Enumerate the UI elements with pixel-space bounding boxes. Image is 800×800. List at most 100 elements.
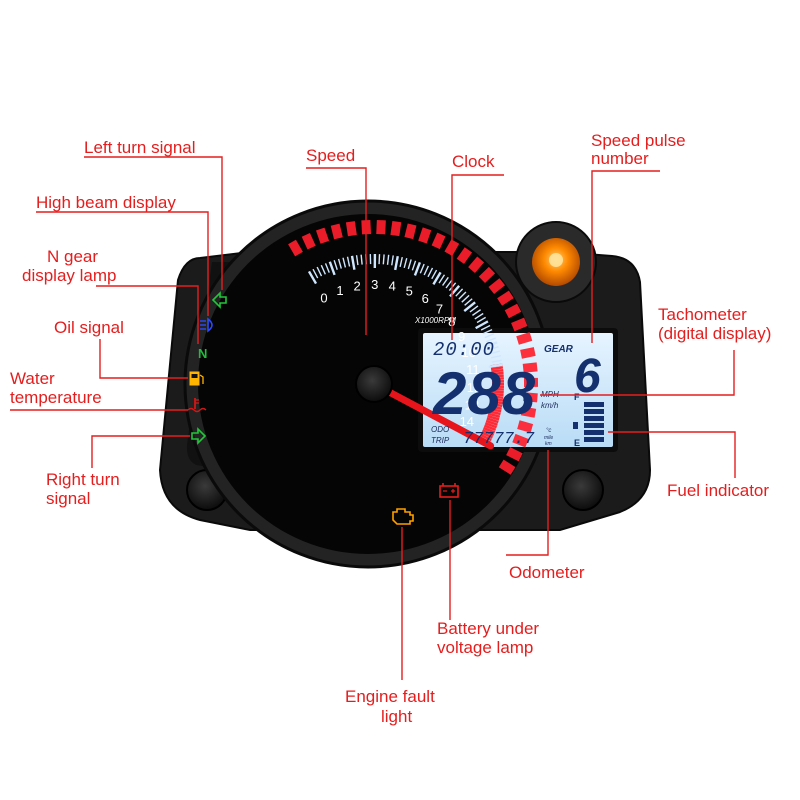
redline-band-mark [489, 407, 502, 413]
callout-line-odometer [506, 450, 549, 556]
red-led-segment [431, 232, 446, 250]
tick-mark [489, 350, 500, 355]
lcd-gear-label: GEAR [544, 344, 574, 355]
tick-mark [474, 312, 484, 320]
redline-band-mark [489, 405, 502, 410]
tick-mark [419, 263, 425, 274]
redline-band-mark [491, 371, 504, 376]
label-engine-fault-2: light [381, 707, 412, 726]
tick-mark [320, 264, 326, 275]
tick-mark [488, 346, 499, 351]
tick-label: 11 [466, 362, 480, 377]
tick-mark [312, 268, 319, 279]
tick-mark [333, 260, 338, 270]
redline-band-mark [490, 400, 503, 405]
water-temperature-icon [187, 398, 207, 413]
red-led-segment [488, 278, 506, 294]
callout-line-speed-pulse [591, 170, 660, 343]
label-high-beam: High beam display [36, 193, 176, 212]
tick-mark [486, 337, 496, 343]
red-led-segment [512, 433, 529, 448]
battery-lamp-icon [439, 483, 459, 498]
tick-mark [482, 328, 493, 335]
tick-mark [491, 359, 502, 363]
tick-mark [484, 333, 495, 339]
red-led-segment [520, 347, 536, 359]
tick-mark [316, 266, 323, 277]
tick-mark [423, 265, 429, 276]
tick-mark [355, 255, 359, 266]
lcd-clock: 20:00 [433, 339, 495, 361]
redline-band-mark [482, 429, 495, 437]
right-knob[interactable] [562, 469, 604, 511]
tick-label: 12 [467, 380, 481, 395]
tick-mark [438, 274, 446, 284]
tick-mark [413, 261, 422, 276]
fuel-bar [584, 409, 604, 414]
orange-warning-lamp-core [549, 253, 563, 267]
tick-mark [480, 324, 491, 331]
redline-band-mark [479, 433, 492, 442]
tick-mark [445, 279, 453, 289]
fuel-level-bars [584, 402, 604, 442]
red-led-segment [468, 256, 485, 273]
lcd-fuel-full: F [574, 392, 580, 402]
redline-band-mark [481, 431, 493, 439]
label-water-2: temperature [10, 388, 102, 407]
redline-band-mark [483, 426, 496, 434]
lcd-trip-label: TRIP [431, 436, 450, 445]
label-n-gear-2: display lamp [22, 266, 117, 285]
redline-band-mark [487, 412, 501, 418]
tick-label: 0 [320, 290, 327, 305]
red-led-segment [506, 447, 523, 462]
tick-mark [403, 258, 408, 269]
lcd-panel [423, 333, 613, 447]
callout-labels: Left turn signal High beam display N gea… [10, 131, 771, 726]
tick-mark [431, 269, 438, 280]
redline-band-mark [491, 392, 504, 397]
label-battery-2: voltage lamp [437, 638, 533, 657]
callout-line-clock [451, 174, 504, 340]
lcd-odometer: 77777.7 [463, 430, 535, 449]
tick-mark [469, 305, 479, 313]
tick-label: 6 [422, 291, 429, 306]
tick-mark [391, 255, 394, 266]
tick-label: 1 [336, 283, 343, 298]
tick-mark [394, 255, 399, 271]
label-odometer: Odometer [509, 563, 585, 582]
label-clock: Clock [452, 152, 495, 171]
red-led-segment [301, 232, 316, 250]
fuel-bar [584, 416, 604, 421]
red-led-segment [523, 392, 538, 403]
label-speed: Speed [306, 146, 355, 165]
red-led-segment [315, 227, 330, 244]
callout-line-right-turn [91, 435, 190, 468]
red-led-segment [404, 223, 417, 240]
tick-label: 3 [371, 277, 378, 292]
red-led-segment [478, 266, 496, 284]
redline-band-mark [491, 374, 504, 378]
tick-mark [386, 254, 390, 265]
callout-line-left-turn [84, 156, 223, 290]
fuel-bar [584, 423, 604, 428]
red-led-segment [497, 290, 514, 306]
fuel-pump-icon [573, 422, 578, 429]
tick-mark [350, 255, 356, 270]
tick-mark [324, 263, 330, 273]
label-tachometer-1: Tachometer [658, 305, 747, 324]
callout-line-n-gear [96, 285, 199, 344]
red-led-segment [504, 303, 522, 319]
callout-line-tachometer [540, 350, 735, 396]
lcd-content: 20:00 GEAR 6 288 MPH km/h ODO TRIP 77777… [431, 339, 604, 449]
tick-mark [442, 276, 449, 286]
label-battery-1: Battery under [437, 619, 539, 638]
red-led-segment [522, 362, 538, 373]
red-led-segment [345, 221, 357, 237]
engine-fault-icon [392, 508, 414, 525]
redline-band-mark [490, 402, 503, 408]
tick-mark [461, 294, 470, 303]
redline-band-mark [491, 377, 504, 381]
lcd-speed-unit-kmh: km/h [541, 401, 559, 410]
